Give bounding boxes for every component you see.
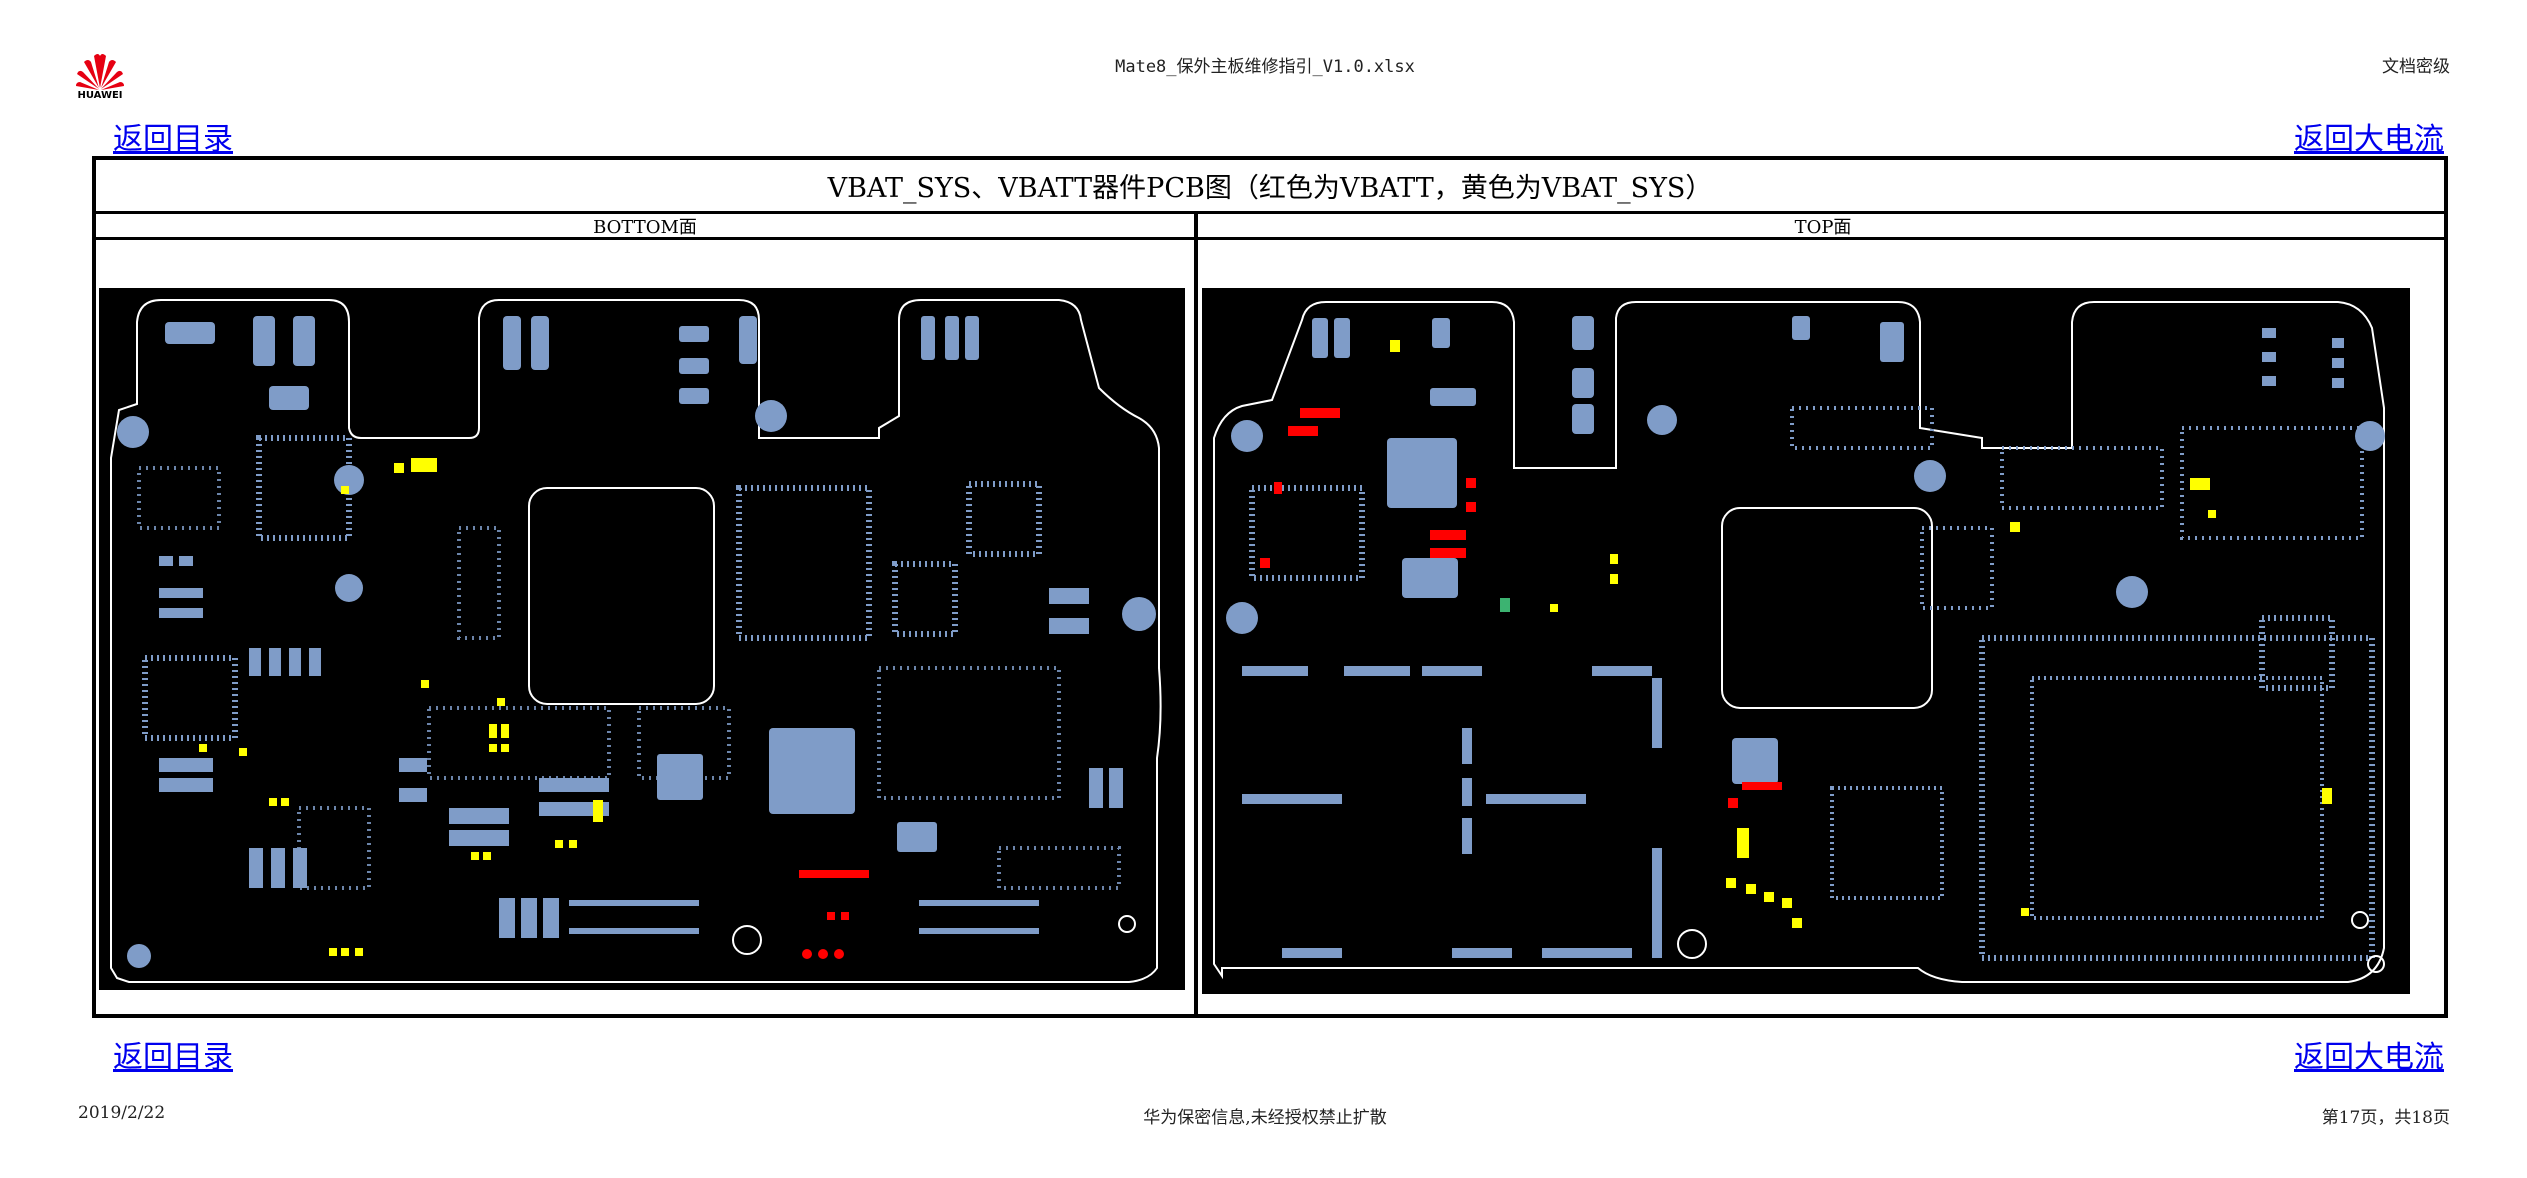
- logo-text: HUAWEI: [77, 90, 123, 101]
- figure-title: VBAT_SYS、VBATT器件PCB图（红色为VBATT，黄色为VBAT_SY…: [96, 160, 2444, 214]
- top-side-label: TOP面: [1198, 214, 2448, 240]
- pcb-bottom-image: [99, 288, 1185, 990]
- huawei-logo-icon: [76, 54, 124, 90]
- back-to-toc-link-top[interactable]: 返回目录: [113, 122, 233, 157]
- pcb-bottom-drawing: [110, 299, 1162, 983]
- pcb-top-drawing: [1213, 301, 2385, 983]
- back-to-toc-link-bottom[interactable]: 返回目录: [113, 1040, 233, 1075]
- file-name: Mate8_保外主板维修指引_V1.0.xlsx: [1115, 57, 1415, 77]
- pcb-top-image: [1202, 288, 2410, 994]
- back-to-current-link-bottom[interactable]: 返回大电流: [2294, 1040, 2444, 1075]
- footer-page-number: 第17页，共18页: [2321, 1108, 2450, 1128]
- bottom-side-label: BOTTOM面: [96, 214, 1194, 240]
- figure-frame: VBAT_SYS、VBATT器件PCB图（红色为VBATT，黄色为VBAT_SY…: [92, 156, 2448, 1018]
- footer-notice: 华为保密信息,未经授权禁止扩散: [1143, 1108, 1387, 1128]
- footer-date: 2019/2/22: [78, 1103, 166, 1123]
- column-divider: [1194, 214, 1198, 1018]
- doc-classification: 文档密级: [2382, 57, 2450, 77]
- back-to-current-link-top[interactable]: 返回大电流: [2294, 122, 2444, 157]
- huawei-logo: HUAWEI: [74, 50, 126, 104]
